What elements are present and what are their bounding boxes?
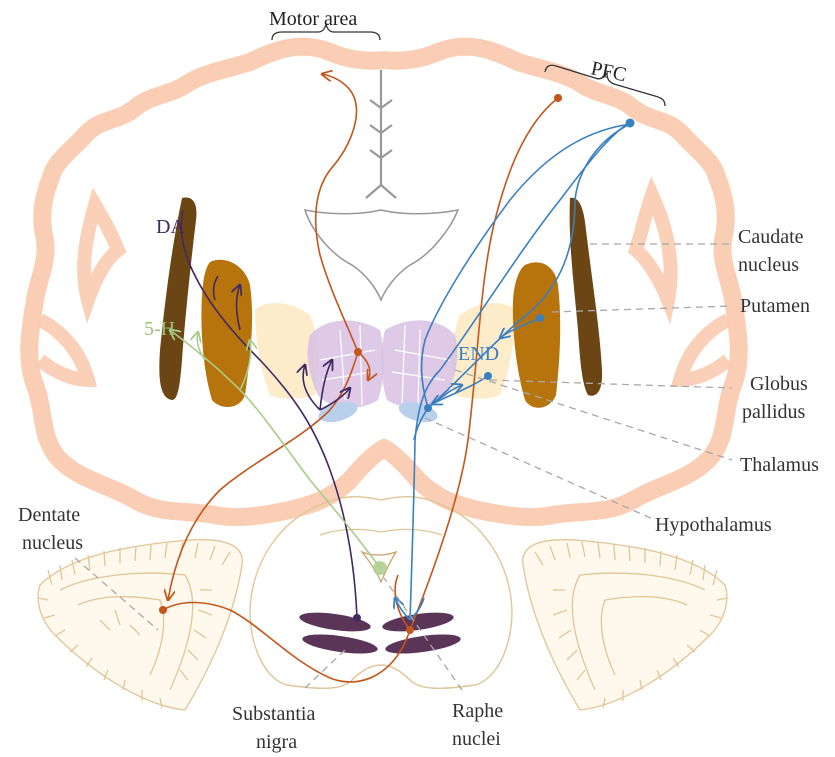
right-sulcus [636, 195, 671, 300]
end-label: END [458, 343, 499, 365]
right-cerebellum [523, 540, 727, 710]
globus-node [484, 372, 492, 380]
right-caudate-nucleus [570, 198, 602, 396]
dentate-label-line1: Dentate [18, 504, 80, 526]
left-sulcus [84, 205, 118, 300]
globus-label-line2: pallidus [742, 401, 806, 423]
motor-area-label: Motor area [269, 8, 357, 30]
caudate-label-line2: nucleus [738, 254, 799, 276]
substantia-leader [305, 650, 345, 688]
left-lower-sulcus [40, 320, 88, 380]
putamen-label: Putamen [740, 295, 810, 317]
thalamus-motor-node [354, 348, 362, 356]
raphe-node [406, 626, 414, 634]
motor-area-node [554, 94, 562, 102]
brainstem-inner [320, 529, 442, 535]
left-cerebellum [38, 540, 242, 710]
caudate-label-line1: Caudate [738, 226, 804, 248]
substantia-nigra [298, 609, 462, 657]
five-h-label: 5-H [144, 318, 175, 340]
pfc-node [626, 119, 635, 128]
globus-label-line1: Globus [750, 373, 808, 395]
midline-fissure [366, 70, 396, 198]
right-lower-sulcus [680, 320, 728, 380]
substantia-label-line2: nigra [256, 731, 297, 753]
thalamus-label: Thalamus [740, 454, 819, 476]
substantia-nigra-node [353, 614, 361, 622]
left-putamen [201, 260, 252, 407]
raphe-label-line1: Raphe [452, 700, 503, 722]
dentate-node [159, 606, 167, 614]
brainstem [250, 497, 512, 689]
dentate-label-line2: nucleus [22, 532, 83, 554]
raphe-label-line2: nuclei [452, 728, 501, 750]
da-label: DA [156, 216, 185, 238]
lateral-ventricle [305, 210, 458, 300]
substantia-label-line1: Substantia [232, 703, 315, 725]
putamen-node [536, 314, 544, 322]
hypothalamus-label: Hypothalamus [655, 514, 772, 536]
hypothalamus-node [424, 404, 432, 412]
